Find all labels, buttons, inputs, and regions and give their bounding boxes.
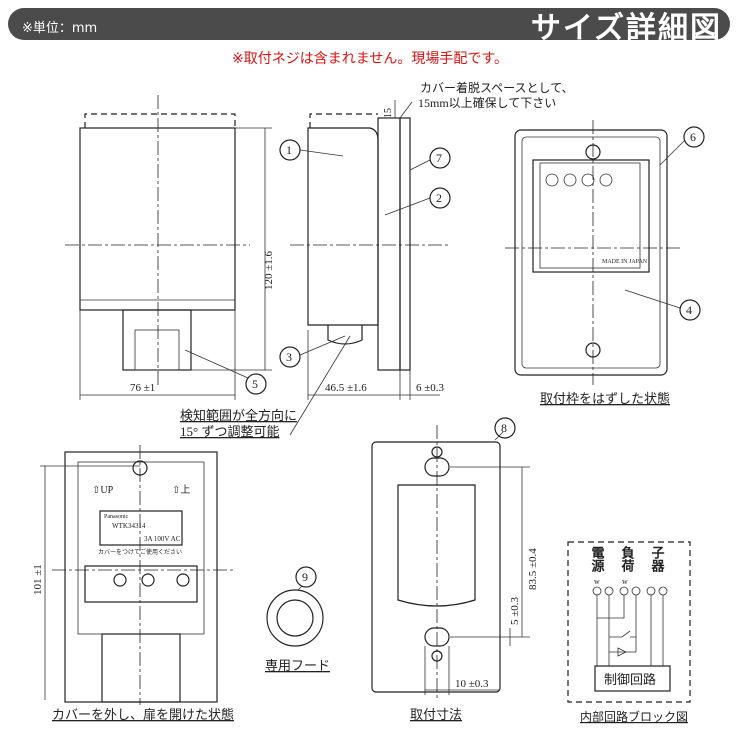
frame-removed-view: MADE IN JAPAN 取付枠をはずした状態	[505, 120, 686, 406]
part-4: 4	[686, 303, 692, 317]
side-view: 15 カバー着脱スペースとして、 15mm以上確保して下さい 46.5 ±1.6…	[180, 80, 574, 439]
circuit-block-diagram: 電源 負荷 子器 w w 制御回路 内部回路ブロック図	[567, 541, 691, 724]
part-5: 5	[252, 377, 258, 391]
unit-label: ※単位：mm	[22, 21, 98, 36]
circuit-w1: w	[594, 577, 600, 586]
part-7: 7	[436, 151, 442, 165]
dim-height: 120 ±1.6	[263, 250, 275, 290]
part-6: 6	[690, 130, 696, 144]
cover-space-note-1: カバー着脱スペースとして、	[420, 80, 574, 95]
device-up-jp-label: ⇧上	[172, 484, 190, 496]
circuit-power-label: 電源	[590, 546, 605, 573]
caption-cover-open: カバーを外し、扉を開けた状態	[52, 707, 234, 722]
dim-hole-offset: 5 ±0.3	[509, 596, 521, 625]
dim-plate-thickness: 6 ±0.3	[416, 382, 445, 394]
caption-frame-removed: 取付枠をはずした状態	[540, 391, 670, 406]
cover-space-note-2: 15mm以上確保して下さい	[418, 95, 556, 110]
circuit-slave-label: 子器	[650, 546, 666, 573]
part-2: 2	[436, 191, 442, 205]
device-model: WTK34314	[112, 522, 146, 530]
cover-open-view: ⇧UP ⇧上 Panasonic WTK34314 3A 100V AC カバー…	[32, 445, 235, 722]
part-1: 1	[286, 143, 292, 157]
caption-mounting: 取付寸法	[410, 707, 462, 722]
mounting-plate-view: 83.5 ±0.4 5 ±0.3 10 ±0.3 取付寸法	[371, 425, 539, 722]
device-up-label: ⇧UP	[92, 485, 114, 496]
dim-inner-height: 101 ±1	[32, 564, 44, 595]
part-9: 9	[302, 570, 308, 584]
device-rating: 3A 100V AC	[144, 535, 181, 543]
circuit-w2: w	[622, 577, 628, 586]
part-3: 3	[286, 350, 292, 364]
part-callouts: 1 2 3 4 5 6 7 8 9	[245, 126, 705, 588]
dim-hole-width: 10 ±0.3	[455, 678, 489, 690]
dim-width: 76 ±1	[130, 382, 155, 394]
caption-hood: 専用フード	[265, 658, 330, 673]
circuit-load-label: 負荷	[620, 545, 636, 573]
device-cover-notice: カバーをつけてご使用ください	[98, 548, 182, 556]
dim-depth: 46.5 ±1.6	[325, 382, 367, 394]
dim-clearance: 15	[383, 108, 394, 118]
page-title: サイズ詳細図	[530, 11, 722, 46]
header-bar	[8, 8, 730, 40]
detection-note-1: 検知範囲が全方向に	[180, 408, 297, 423]
hood-view: 専用フード	[265, 585, 330, 673]
detection-note-2: 15° ずつ調整可能	[180, 424, 279, 439]
front-view: 120 ±1.6 76 ±1	[65, 95, 275, 400]
device-brand: Panasonic	[104, 514, 129, 520]
caption-circuit: 内部回路ブロック図	[580, 709, 688, 724]
dim-plate-pitch: 83.5 ±0.4	[527, 548, 539, 590]
circuit-control-label: 制御回路	[604, 672, 656, 687]
screw-notice: ※取付ネジは含まれません。現場手配です。	[232, 51, 508, 67]
made-in-label: MADE IN JAPAN	[602, 259, 648, 265]
part-8: 8	[501, 421, 507, 435]
